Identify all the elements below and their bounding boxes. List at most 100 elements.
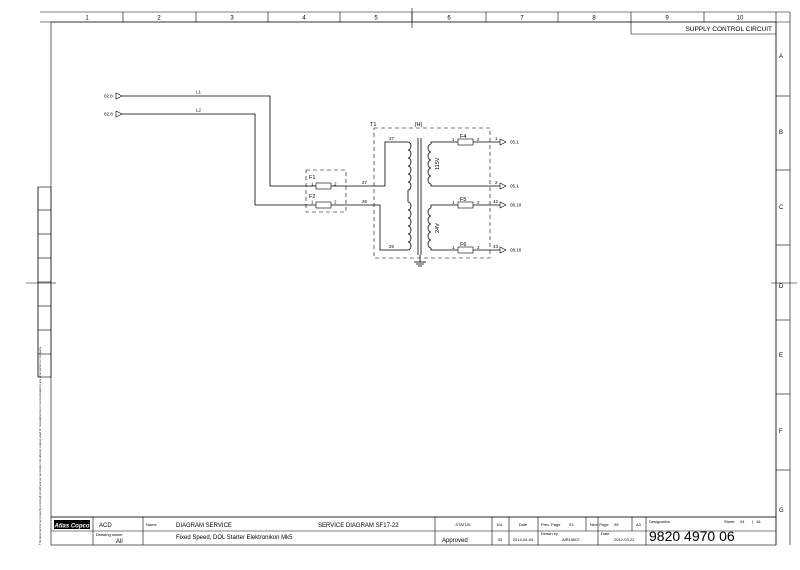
column-label: 7 xyxy=(520,16,524,22)
row-label: D xyxy=(779,284,784,290)
prev-page-label: Prev. Page xyxy=(541,522,561,527)
output-wire: 2 xyxy=(495,180,498,185)
input-ref-l2: 02.8 xyxy=(104,112,113,117)
input-l2: 02.8 L2 xyxy=(104,108,202,118)
output-2: 2 05.1 xyxy=(495,180,519,190)
disclaimer-text: This document is our property and shall … xyxy=(38,346,42,545)
drawn-by: AIR15507 xyxy=(562,537,581,542)
transformer-enclosure xyxy=(373,127,491,259)
secondary-winding-24v xyxy=(427,207,432,249)
transformer-label: T1 xyxy=(370,122,376,128)
fuse-f2 xyxy=(315,201,332,209)
fuse-pin: 2 xyxy=(334,200,337,205)
fuse-pin: 1 xyxy=(452,245,455,250)
line-label-l2: L2 xyxy=(196,108,202,113)
input-l1: 02.8 L1 xyxy=(104,90,202,100)
row-label: E xyxy=(779,353,783,359)
wire-l1 xyxy=(122,95,316,187)
fuse-label-f1: F1 xyxy=(309,175,315,181)
output-wire: 42 xyxy=(493,199,499,204)
row-labels: A B C D E F G xyxy=(779,54,784,514)
diagram-name: DIAGRAM SERVICE xyxy=(176,523,232,529)
service-diagram: SERVICE DIAGRAM SF17-22 xyxy=(318,523,399,529)
column-label: 9 xyxy=(665,16,669,22)
wire-l2 xyxy=(122,113,316,206)
date2-label: Date xyxy=(601,531,610,536)
arrow-icon xyxy=(499,201,507,209)
fuse-pin: 1 xyxy=(311,200,314,205)
row-ticks xyxy=(776,95,790,471)
fuse-enclosure-primary xyxy=(305,169,347,213)
column-label: 2 xyxy=(157,16,161,22)
revision-strip xyxy=(37,186,52,378)
fuse-pin: 2 xyxy=(477,245,480,250)
drawing-owner: All xyxy=(116,539,123,545)
column-label: 3 xyxy=(230,16,234,22)
date: 2014-04-04 xyxy=(513,537,534,542)
row-label: B xyxy=(779,130,783,136)
output-ref: 08.10 xyxy=(510,203,522,208)
fuse-f1 xyxy=(315,182,332,190)
wire-115v-bottom xyxy=(430,184,500,187)
wire-label-27: 27 xyxy=(362,180,368,185)
next-page: 05 xyxy=(614,522,619,527)
designation: 9820 4970 06 xyxy=(649,528,735,544)
edition: 03 xyxy=(498,537,503,542)
format: A3 xyxy=(636,522,642,527)
date-label: Date xyxy=(519,522,528,527)
output-ref: 05.1 xyxy=(510,184,519,189)
row-label: C xyxy=(779,205,784,211)
section-title: SUPPLY CONTROL CIRCUIT xyxy=(685,26,772,33)
edition-label: Ed. xyxy=(497,522,503,527)
arrow-icon xyxy=(499,182,507,190)
wire-label-27-top: 27 xyxy=(389,136,395,141)
output-43: 43 08.10 xyxy=(493,244,522,254)
fuse-label-f5: F5 xyxy=(460,197,466,203)
fuse-pin: 2 xyxy=(477,200,480,205)
fuse-pin: 1 xyxy=(452,200,455,205)
fuse-label-f4: F4 xyxy=(460,134,466,140)
drawn-by-label: Drawn by xyxy=(541,531,558,536)
wire-label-26-bottom: 26 xyxy=(389,244,395,249)
sheet-number: 04 xyxy=(740,519,745,524)
column-label: 10 xyxy=(737,16,744,22)
column-ticks xyxy=(122,12,705,22)
row-label: F xyxy=(779,429,783,435)
output-ref: 08.10 xyxy=(510,248,522,253)
sheet-total: 16 xyxy=(756,519,761,524)
output-42: 42 08.10 xyxy=(493,199,522,209)
name-label: Name xyxy=(146,522,157,527)
diagram-description: Fixed Speed, DOL Starter Elektronikon Mk… xyxy=(176,535,293,541)
row-label: A xyxy=(779,54,783,60)
title-block xyxy=(50,516,777,546)
voltage-label-115v: 115V xyxy=(435,157,441,170)
fuse-pin: 2 xyxy=(334,182,337,187)
primary-winding xyxy=(400,141,412,251)
wire-24v-bottom xyxy=(430,248,458,251)
arrow-icon xyxy=(499,246,507,254)
sheet-separator: | xyxy=(752,519,753,524)
ground-icon xyxy=(414,255,426,267)
status: Approved xyxy=(442,538,468,544)
date2: 2012-03-22 xyxy=(614,537,635,542)
arrow-icon xyxy=(115,110,123,118)
column-labels: 1 2 3 4 5 6 7 8 9 10 xyxy=(85,16,744,22)
output-ref: 05.1 xyxy=(510,140,519,145)
wire-115v-top xyxy=(430,141,458,144)
wire-label-26: 26 xyxy=(362,199,368,204)
secondary-winding-115v xyxy=(427,143,432,185)
drawing-owner-label: Drawing owner xyxy=(96,532,123,537)
company-logo: Atlas Copco xyxy=(53,520,90,530)
input-ref-l1: 02.8 xyxy=(104,94,113,99)
prev-page: 03 xyxy=(569,522,574,527)
wire-24v-top xyxy=(430,204,458,208)
output-1: 1 05.1 xyxy=(495,136,519,146)
arrow-icon xyxy=(499,138,507,146)
fuse-label-f2: F2 xyxy=(309,194,315,200)
column-label: 4 xyxy=(302,16,306,22)
line-label-l1: L1 xyxy=(196,90,202,95)
fuse-label-f6: F6 xyxy=(460,242,466,248)
wire-27 xyxy=(331,141,400,187)
